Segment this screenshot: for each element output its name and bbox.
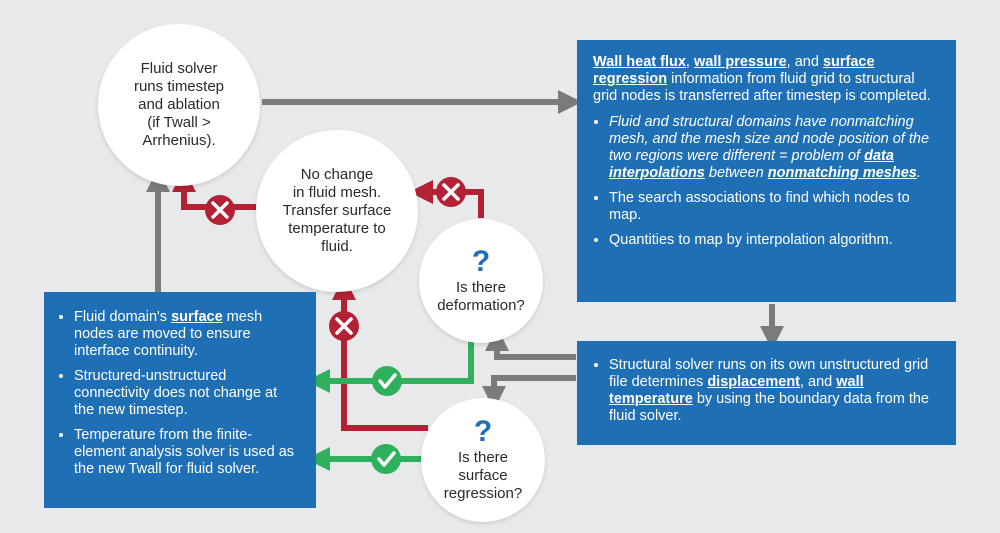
green-path-deformation-to-leftbox <box>306 333 474 393</box>
transfer-bullet-quantities: Quantities to map by interpolation algor… <box>609 232 940 249</box>
no-change-text: No change in fluid mesh. Transfer surfac… <box>282 166 392 255</box>
x-mark-icon <box>205 195 235 225</box>
deformation-question: Is there deformation? <box>437 279 525 314</box>
regression-question: Is there surface regression? <box>443 449 523 502</box>
fluid-domain-box: Fluid domain's surface mesh nodes are mo… <box>44 292 316 508</box>
fluid-solver-text: Fluid solver runs timestep and ablation … <box>133 60 225 149</box>
transfer-info-box: Wall heat flux, wall pressure, and surfa… <box>577 40 956 302</box>
x-mark-icon <box>329 311 359 341</box>
fluid-bullet-temperature: Temperature from the finite-element anal… <box>74 427 300 478</box>
structural-solver-box: Structural solver runs on its own unstru… <box>577 341 956 445</box>
transfer-bullets: Fluid and structural domains have nonmat… <box>593 114 940 249</box>
question-mark-icon: ? <box>473 415 493 448</box>
fluid-domain-bullets: Fluid domain's surface mesh nodes are mo… <box>58 309 300 478</box>
fluid-solver-node: Fluid solver runs timestep and ablation … <box>98 24 260 186</box>
x-mark-icon <box>436 177 466 207</box>
arrow-structural-to-deformation <box>485 327 576 360</box>
transfer-intro: Wall heat flux, wall pressure, and surfa… <box>593 54 931 104</box>
check-mark-icon <box>371 444 401 474</box>
regression-decision-node: ? Is there surface regression? <box>421 398 545 522</box>
no-change-node: No change in fluid mesh. Transfer surfac… <box>256 130 418 292</box>
fluid-bullet-surface: Fluid domain's surface mesh nodes are mo… <box>74 309 300 360</box>
fluid-bullet-connectivity: Structured-unstructured connectivity doe… <box>74 368 300 419</box>
deformation-decision-node: ? Is there deformation? <box>419 219 543 343</box>
arrow-structural-to-regression <box>482 375 576 410</box>
question-mark-icon: ? <box>471 245 491 278</box>
check-mark-icon <box>372 366 402 396</box>
transfer-bullet-mesh: Fluid and structural domains have nonmat… <box>609 114 940 182</box>
red-path-regression-to-nochange <box>332 276 428 431</box>
structural-bullets: Structural solver runs on its own unstru… <box>593 357 940 425</box>
structural-bullet: Structural solver runs on its own unstru… <box>609 357 940 425</box>
transfer-bullet-search: The search associations to find which no… <box>609 190 940 224</box>
